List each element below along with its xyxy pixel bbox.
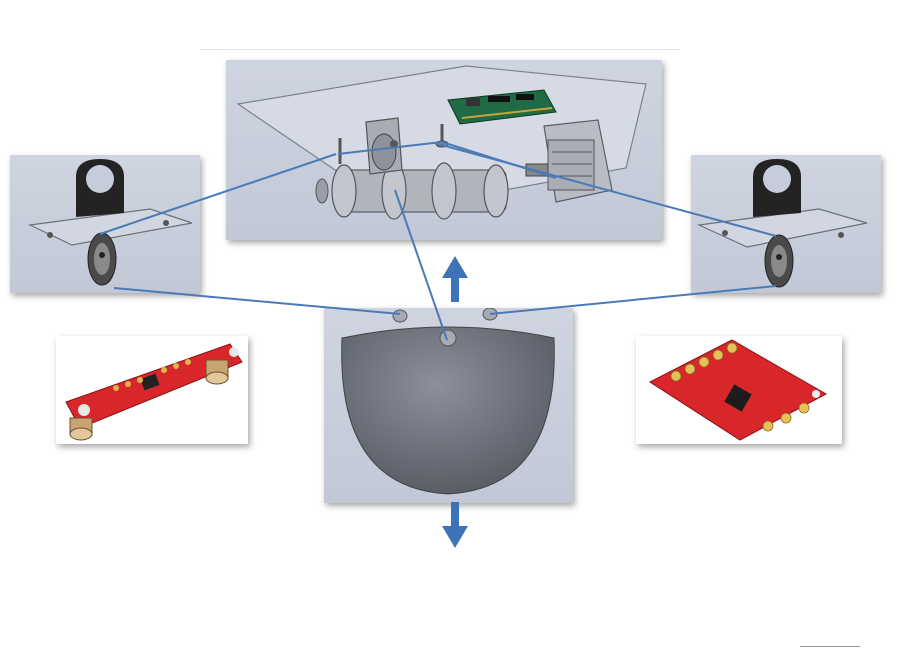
left-pulley-mount-render	[27, 159, 193, 286]
ultrasonic-sensor-board	[65, 343, 243, 441]
down-arrow-icon	[442, 502, 468, 548]
winch-assembly-render	[236, 65, 647, 220]
right-pulley-wheel	[764, 234, 794, 288]
transducer-left	[69, 417, 93, 441]
winch-assembly-panel	[226, 60, 662, 240]
controller-board	[447, 89, 557, 125]
hemisphere-body-panel	[324, 308, 573, 503]
top-divider	[200, 49, 680, 50]
up-arrow-icon	[442, 256, 468, 302]
imu-breakout-board	[649, 339, 828, 441]
pulley-bracket	[365, 117, 403, 175]
imu-chip	[724, 384, 752, 412]
right-pulley-mount-panel	[691, 155, 881, 293]
anchor-eyelet-left	[392, 309, 408, 323]
hemisphere-body-render	[341, 308, 555, 495]
transducer-right	[205, 359, 229, 385]
anchor-eyelet-center	[439, 329, 457, 347]
spool-drum	[315, 162, 509, 220]
sensor-board-photo-left	[56, 336, 248, 444]
left-pulley-mount-panel	[10, 155, 200, 293]
left-pulley-wheel	[87, 232, 117, 286]
anchor-eyelet-right	[482, 308, 498, 321]
corner-mark	[800, 646, 860, 647]
sensor-board-photo-right	[636, 336, 842, 444]
right-pulley-mount-render	[696, 159, 868, 288]
